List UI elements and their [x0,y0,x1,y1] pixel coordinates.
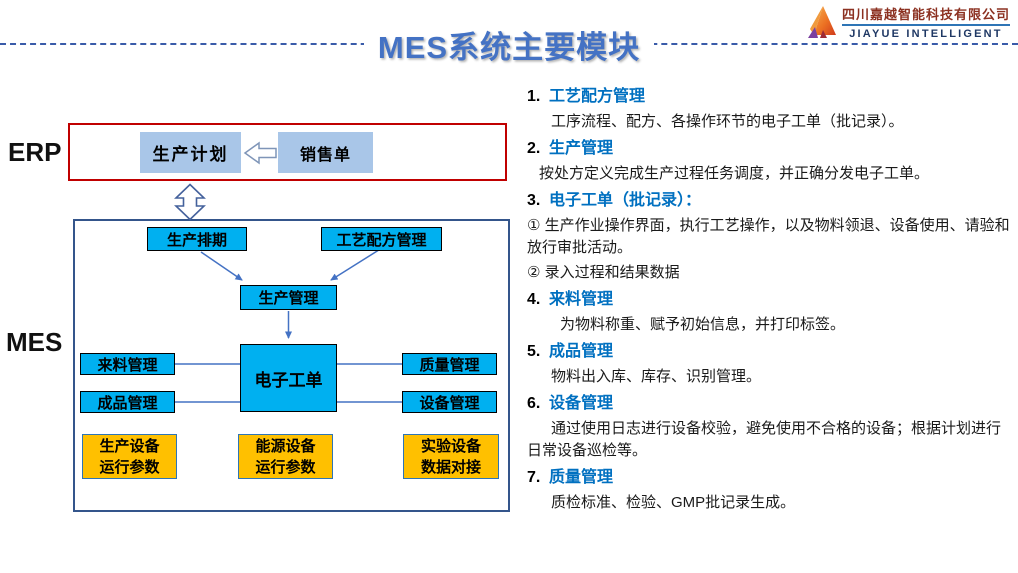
mes-label: MES [6,327,63,357]
erp-frame [68,123,507,181]
note-title: 电子工单（批记录）： [549,192,702,209]
note-item-6: 6. 设备管理 通过使用日志进行设备校验，避免使用不合格的设备；根据计划进行日常… [527,391,1011,462]
box-equipment-mgmt: 设备管理 [402,391,497,413]
note-number: 3. [527,192,541,209]
note-title: 工艺配方管理 [549,88,646,105]
note-title: 设备管理 [549,395,614,412]
logo-text: 四川嘉越智能科技有限公司 JIAYUE INTELLIGENT [841,4,1010,40]
note-body: 按处方定义完成生产过程任务调度，并正确分发电子工单。 [539,165,930,182]
box-lab-equipment-data: 实验设备 数据对接 [403,434,499,479]
note-item-5: 5. 成品管理 物料出入库、库存、识别管理。 [527,339,1011,388]
note-item-4: 4. 来料管理 为物料称重、赋予初始信息，并打印标签。 [527,287,1011,336]
note-body: ① 生产作业操作界面，执行工艺操作，以及物料领退、设备使用、请验和放行审批活动。 [527,217,1010,256]
note-number: 4. [527,291,541,308]
box-process-recipe-mgmt: 工艺配方管理 [321,227,442,251]
box-production-plan: 生产计划 [140,132,241,173]
header: MES系统主要模块 [0,22,1018,67]
company-name-cn: 四川嘉越智能科技有限公司 [841,4,1010,26]
box-energy-equipment-params: 能源设备 运行参数 [238,434,333,479]
box-e-work-order: 电子工单 [240,344,337,412]
note-number: 6. [527,395,541,412]
note-title: 成品管理 [549,343,614,360]
company-logo: 四川嘉越智能科技有限公司 JIAYUE INTELLIGENT [807,4,1010,40]
erp-label: ERP [8,137,62,167]
box-finished-goods-mgmt: 成品管理 [80,391,175,413]
note-body: ② 录入过程和结果数据 [527,264,680,281]
note-body: 为物料称重、赋予初始信息，并打印标签。 [560,316,846,333]
box-incoming-material-mgmt: 来料管理 [80,353,175,375]
note-title: 来料管理 [549,291,614,308]
note-number: 1. [527,88,541,105]
note-number: 2. [527,140,541,157]
box-production-mgmt: 生产管理 [240,285,337,310]
box-sales-order: 销售单 [278,132,373,173]
note-item-3: 3. 电子工单（批记录）： ① 生产作业操作界面，执行工艺操作，以及物料领退、设… [527,188,1011,284]
box-prod-equipment-params: 生产设备 运行参数 [82,434,177,479]
note-title: 质量管理 [549,469,614,486]
company-name-en: JIAYUE INTELLIGENT [849,28,1003,40]
note-body: 通过使用日志进行设备校验，避免使用不合格的设备；根据计划进行日常设备巡检等。 [527,420,1002,459]
note-number: 7. [527,469,541,486]
box-quality-mgmt: 质量管理 [402,353,497,375]
note-body: 物料出入库、库存、识别管理。 [551,368,762,385]
note-body: 工序流程、配方、各操作环节的电子工单（批记录）。 [551,113,904,130]
note-title: 生产管理 [549,140,614,157]
updown-block-arrow-icon [174,183,206,221]
notes-list: 1. 工艺配方管理 工序流程、配方、各操作环节的电子工单（批记录）。 2. 生产… [527,82,1011,517]
box-production-schedule: 生产排期 [147,227,247,251]
note-number: 5. [527,343,541,360]
note-body: 质检标准、检验、GMP批记录生成。 [551,494,796,511]
page-title: MES系统主要模块 [363,22,655,67]
note-item-2: 2. 生产管理 按处方定义完成生产过程任务调度，并正确分发电子工单。 [527,136,1011,185]
logo-triangle-icon [807,6,836,38]
note-item-7: 7. 质量管理 质检标准、检验、GMP批记录生成。 [527,465,1011,514]
note-item-1: 1. 工艺配方管理 工序流程、配方、各操作环节的电子工单（批记录）。 [527,84,1011,133]
